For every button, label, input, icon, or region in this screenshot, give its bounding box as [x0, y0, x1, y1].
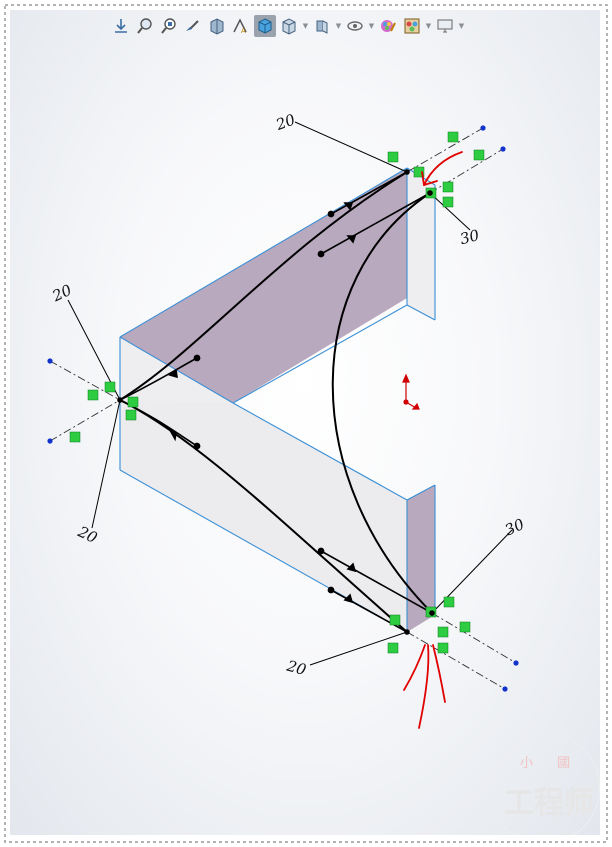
- relation-marker: [387, 642, 399, 654]
- chevron-down-icon[interactable]: ▼: [425, 22, 432, 30]
- relation-marker: [127, 396, 139, 408]
- relation-marker: [443, 596, 455, 608]
- relation-marker: [104, 381, 116, 393]
- graphics-area[interactable]: 20 30 20 20 30 20: [10, 10, 600, 835]
- relation-marker: [69, 431, 81, 443]
- relation-marker: [87, 389, 99, 401]
- relation-marker: [447, 131, 459, 143]
- relation-marker: [473, 149, 485, 161]
- part-faces: [120, 168, 435, 632]
- zoom-to-fit-icon[interactable]: [134, 15, 156, 37]
- spline-upper: [119, 171, 408, 401]
- relation-marker: [437, 642, 449, 654]
- relation-marker: [413, 166, 425, 178]
- chevron-down-icon[interactable]: ▼: [302, 22, 309, 30]
- view-orientation-icon[interactable]: [254, 15, 276, 37]
- arc-right: [331, 192, 433, 614]
- relation-marker: [437, 626, 449, 638]
- origin-icon: [402, 373, 420, 410]
- monitor-icon[interactable]: [434, 15, 456, 37]
- dimension-top-right: 30: [458, 226, 482, 248]
- chevron-down-icon[interactable]: ▼: [458, 22, 465, 30]
- dimension-left-upper: 20: [49, 281, 75, 306]
- spline-handles[interactable]: [168, 171, 433, 633]
- spline-mid-upper: [119, 357, 198, 401]
- chevron-down-icon[interactable]: ▼: [368, 22, 375, 30]
- relation-marker: [387, 151, 399, 163]
- view-settings-icon[interactable]: [401, 15, 423, 37]
- relation-marker: [125, 409, 137, 421]
- watermark-small-text: 小 國: [520, 756, 581, 771]
- view-normal-to-icon[interactable]: [110, 15, 132, 37]
- svg-text:A: A: [241, 27, 246, 35]
- edit-appearance-icon[interactable]: [344, 15, 366, 37]
- model-scene[interactable]: 20 30 20 20 30 20: [10, 10, 600, 835]
- section-view-icon[interactable]: [206, 15, 228, 37]
- dimension-top-left: 20: [273, 110, 298, 134]
- hide-show-items-icon[interactable]: [311, 15, 333, 37]
- display-style-icon[interactable]: [278, 15, 300, 37]
- previous-view-icon[interactable]: [182, 15, 204, 37]
- relation-marker: [442, 196, 454, 208]
- watermark-main-text: 工程师: [504, 786, 594, 821]
- relation-marker: [459, 621, 471, 633]
- dynamic-annotation-icon[interactable]: A: [230, 15, 252, 37]
- sketch-points[interactable]: [117, 169, 435, 635]
- heads-up-view-toolbar: A ▼ ▼ ▼ ▼ ▼: [110, 12, 465, 40]
- chevron-down-icon[interactable]: ▼: [335, 22, 342, 30]
- apply-scene-icon[interactable]: [377, 15, 399, 37]
- centerline-endpoints: [47, 125, 519, 692]
- zoom-to-area-icon[interactable]: [158, 15, 180, 37]
- dimension-left-lower: 20: [74, 522, 100, 547]
- watermark-logo: [488, 732, 600, 835]
- hand-annotations: [403, 151, 463, 729]
- lower-front-face: [120, 400, 407, 632]
- lower-purple-face: [407, 485, 435, 632]
- dimension-bottom-left: 20: [284, 656, 309, 679]
- relation-marker: [442, 181, 454, 193]
- relation-marker: [389, 614, 401, 626]
- sketch-curves[interactable]: [119, 171, 433, 633]
- centerlines: [49, 127, 517, 690]
